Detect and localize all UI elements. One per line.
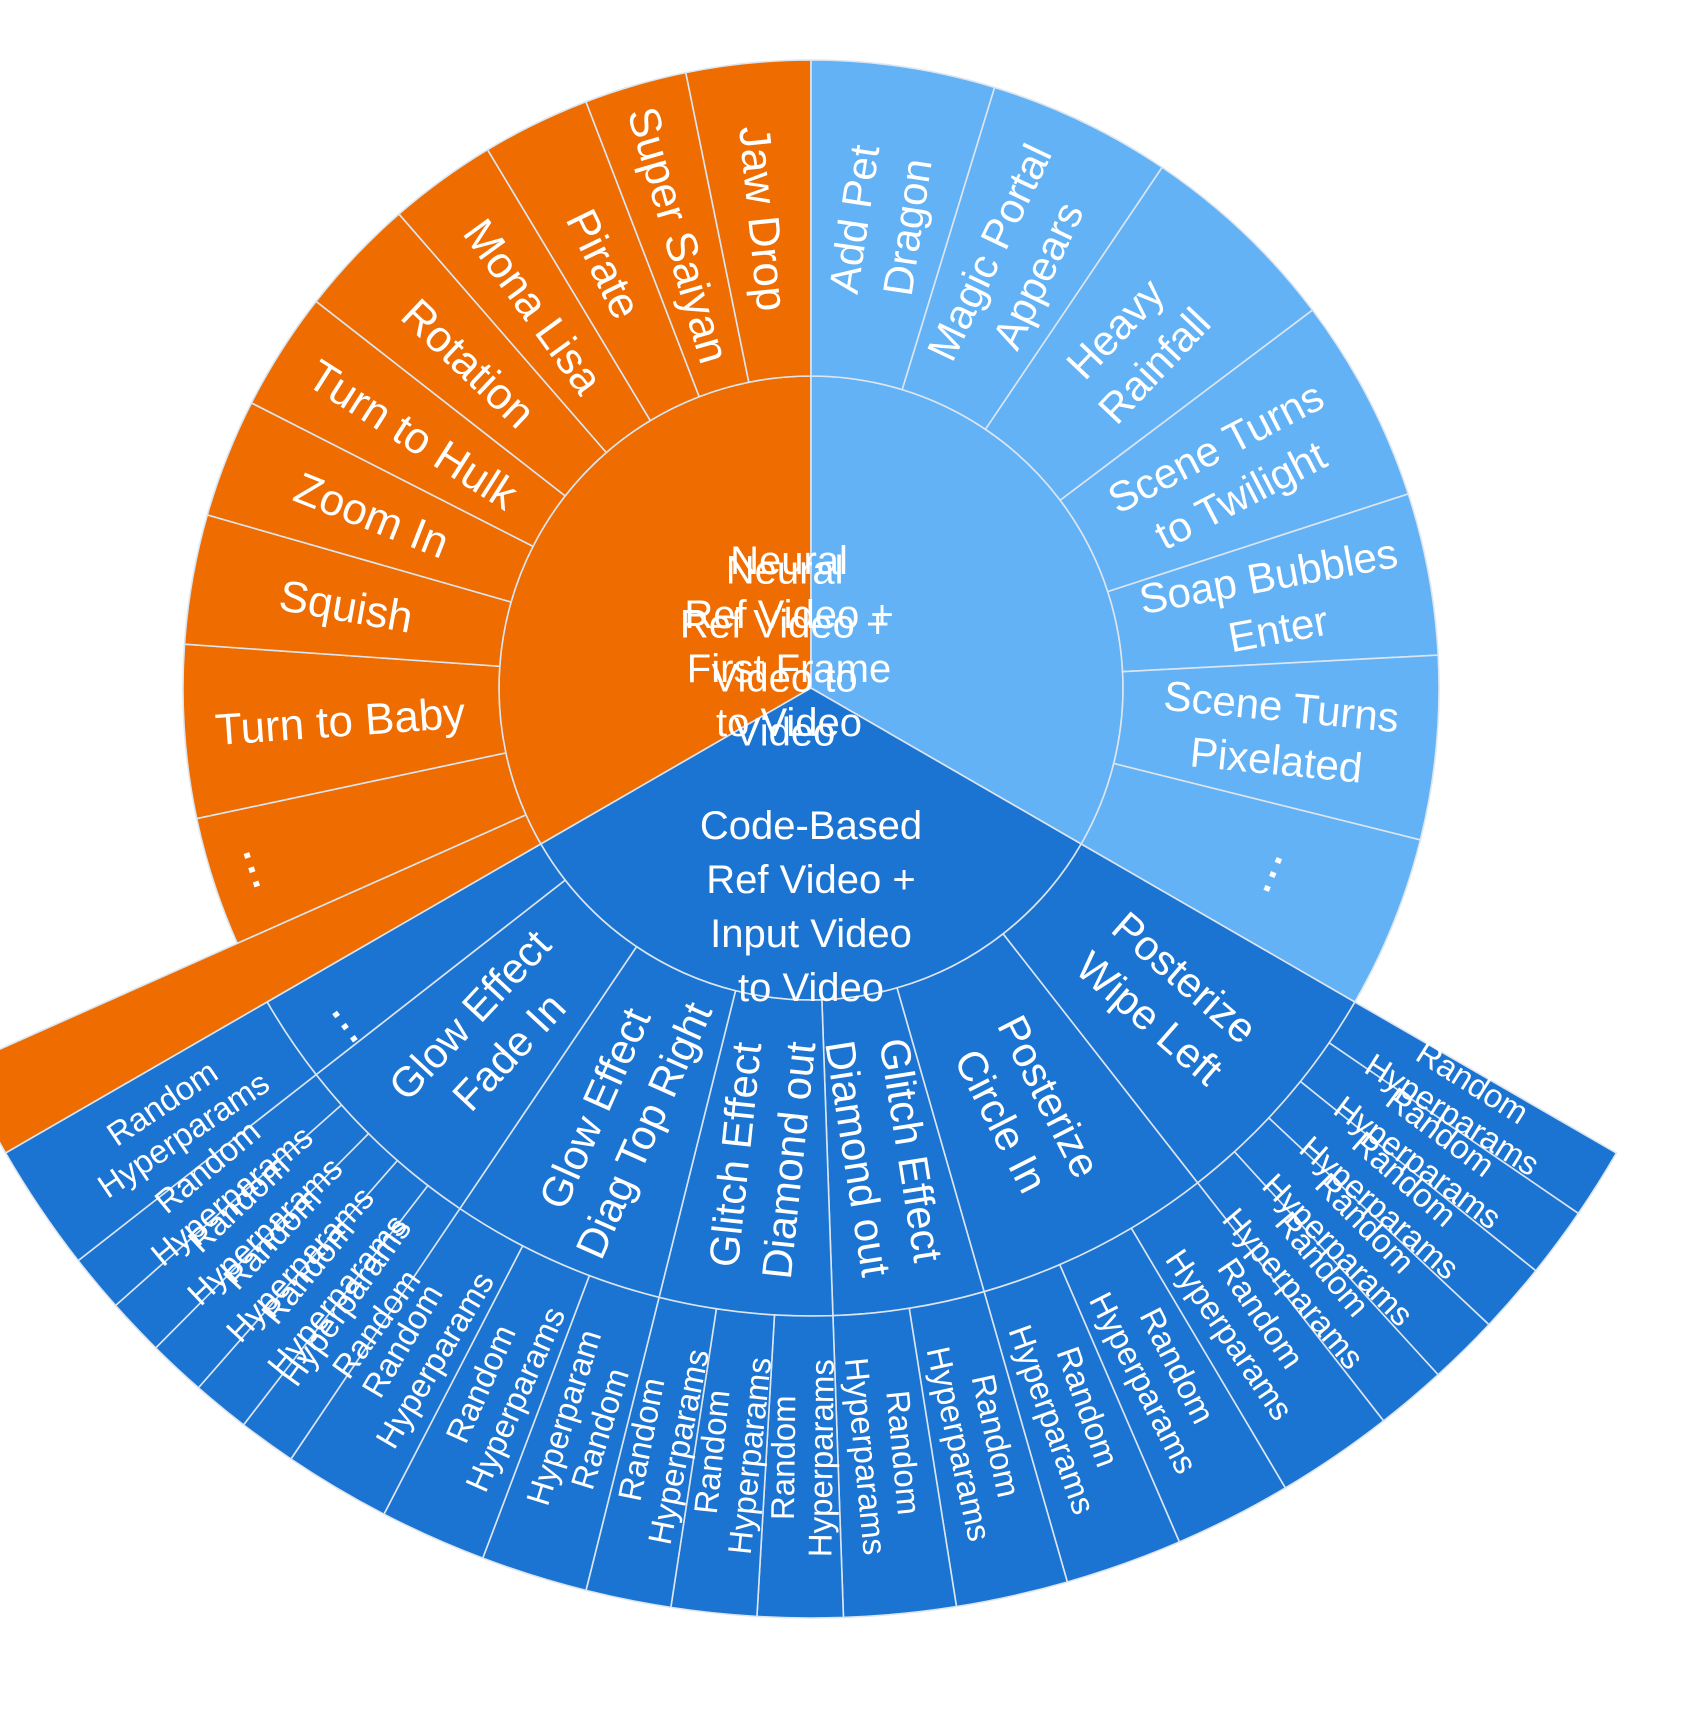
leaf-random-hyperparams-extra bbox=[4, 1000, 318, 1262]
segments-layer bbox=[0, 59, 1618, 1619]
label-leaf-10: RandomHyperparams bbox=[763, 1358, 840, 1557]
segment-orange-extension bbox=[0, 813, 542, 1155]
